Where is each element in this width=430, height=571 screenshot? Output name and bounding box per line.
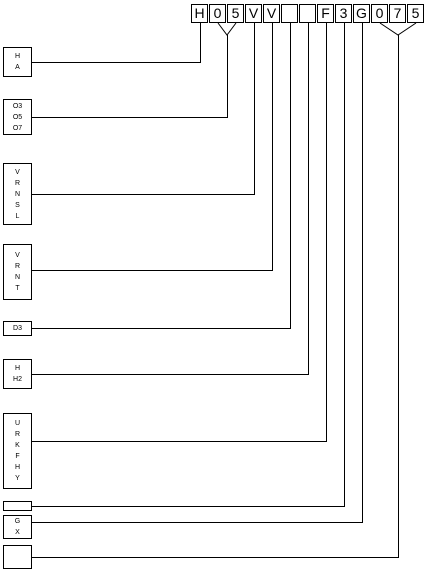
leader-line-9 bbox=[32, 23, 363, 523]
bracket-connector bbox=[217, 22, 237, 36]
option-line: S bbox=[15, 201, 20, 209]
leader-line-7 bbox=[32, 23, 327, 442]
leader-line-4 bbox=[32, 23, 273, 271]
code-cell-1: H bbox=[191, 4, 208, 23]
option-line: F bbox=[15, 453, 20, 460]
option-line: L bbox=[15, 212, 20, 220]
option-box-a: H A bbox=[3, 47, 32, 77]
option-box-f: H H2 bbox=[3, 359, 32, 389]
code-cell-5: V bbox=[263, 4, 280, 23]
option-line: T bbox=[15, 285, 20, 292]
option-box-e: D3 bbox=[3, 321, 32, 336]
bracket-connector bbox=[379, 22, 417, 36]
leader-line-6 bbox=[32, 23, 309, 375]
leader-line-1 bbox=[32, 23, 201, 63]
option-line: V bbox=[15, 252, 20, 259]
option-box-i: G X bbox=[3, 515, 32, 539]
option-line: O5 bbox=[12, 113, 23, 121]
code-cell-3: 5 bbox=[227, 4, 244, 23]
option-line: O3 bbox=[12, 102, 23, 110]
option-line: O7 bbox=[12, 124, 23, 132]
option-line: G bbox=[14, 518, 21, 525]
option-box-g: U R K F H Y bbox=[3, 413, 32, 489]
option-box-d: V R N T bbox=[3, 244, 32, 300]
code-cell-10: G bbox=[353, 4, 370, 23]
code-cell-2: 0 bbox=[209, 4, 226, 23]
code-cell-13: 5 bbox=[407, 4, 424, 23]
option-line: Y bbox=[15, 475, 20, 482]
code-cell-7 bbox=[299, 4, 316, 23]
option-box-j bbox=[3, 545, 32, 569]
code-cell-11: 0 bbox=[371, 4, 388, 23]
option-line: X bbox=[15, 529, 20, 536]
code-cell-12: 7 bbox=[389, 4, 406, 23]
leader-line-2 bbox=[32, 35, 228, 118]
code-cell-4: V bbox=[245, 4, 262, 23]
code-cell-9: 3 bbox=[335, 4, 352, 23]
option-line: H bbox=[14, 464, 21, 471]
option-box-h bbox=[3, 501, 32, 511]
option-line: A bbox=[15, 64, 20, 71]
option-box-c: V R N S L bbox=[3, 163, 32, 225]
leader-line-10 bbox=[32, 35, 399, 558]
option-line: H2 bbox=[13, 376, 22, 383]
option-line: N bbox=[14, 274, 21, 281]
option-line: R bbox=[14, 431, 21, 438]
option-line: D3 bbox=[13, 325, 22, 332]
code-cell-6 bbox=[281, 4, 298, 23]
option-line: K bbox=[15, 442, 20, 449]
option-box-b: O3 O5 O7 bbox=[3, 99, 32, 135]
option-line: U bbox=[14, 420, 21, 427]
option-line: H bbox=[14, 53, 21, 60]
option-line: R bbox=[14, 179, 21, 187]
option-line: H bbox=[14, 365, 21, 372]
leader-line-3 bbox=[32, 23, 255, 195]
option-line: R bbox=[14, 263, 21, 270]
leader-line-8 bbox=[32, 23, 345, 507]
option-line: V bbox=[15, 168, 20, 176]
code-cell-8: F bbox=[317, 4, 334, 23]
option-line: N bbox=[14, 190, 21, 198]
leader-line-5 bbox=[32, 23, 291, 329]
